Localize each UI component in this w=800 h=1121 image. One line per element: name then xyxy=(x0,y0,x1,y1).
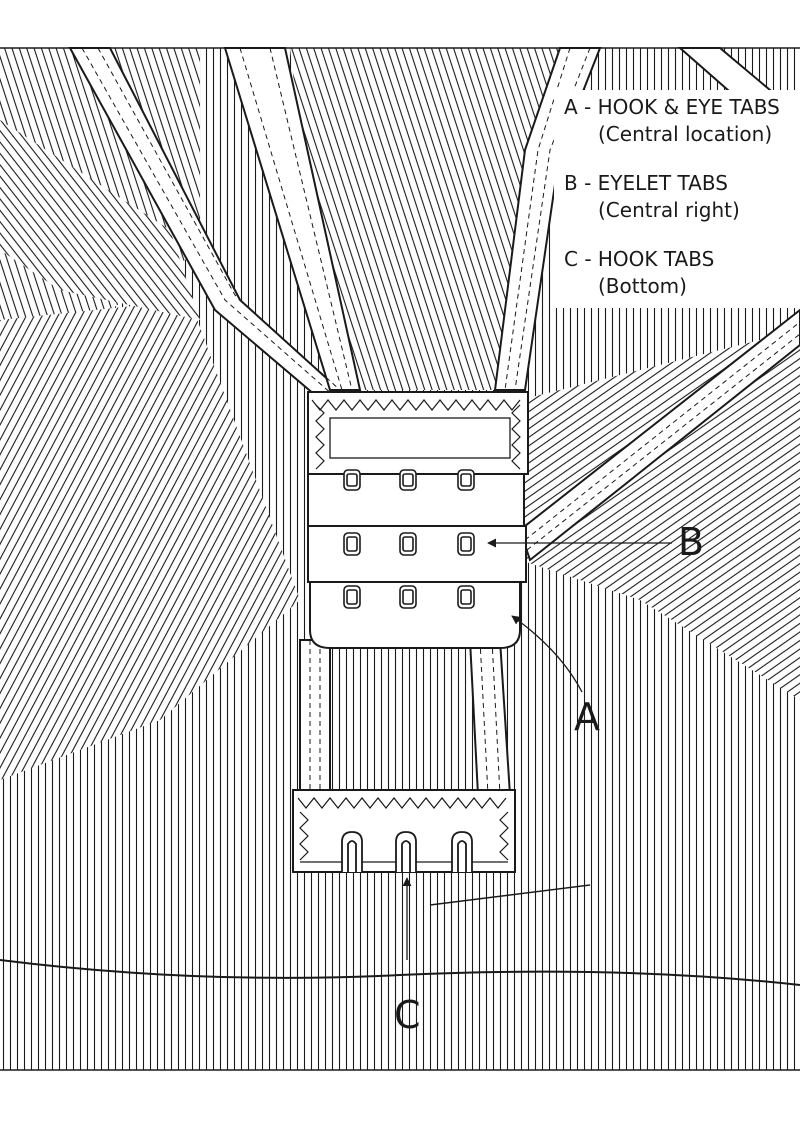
legend-title-c: C - HOOK TABS xyxy=(564,247,715,271)
legend-title-a: A - HOOK & EYE TABS xyxy=(564,95,780,119)
eyelet-icon xyxy=(343,532,475,556)
strap-stitching xyxy=(81,47,800,796)
legend-title-b: B - EYELET TABS xyxy=(564,171,728,195)
legend-detail-b: (Central right) xyxy=(598,198,740,222)
callout-label-b: B xyxy=(678,520,705,564)
callout-label-a: A xyxy=(574,695,600,739)
pointer-a-arrow-icon xyxy=(511,615,583,693)
eyelet-icon xyxy=(343,469,475,491)
straps xyxy=(68,47,800,796)
hook-icon xyxy=(341,831,473,872)
legend-entry-b: B - EYELET TABS (Central right) xyxy=(564,170,800,224)
callout-label-c: C xyxy=(394,993,421,1037)
legend-entry-c: C - HOOK TABS (Bottom) xyxy=(564,246,800,300)
hook-tab xyxy=(292,789,516,873)
legend-detail-a: (Central location) xyxy=(598,122,773,146)
legend: A - HOOK & EYE TABS (Central location) B… xyxy=(554,90,800,308)
hook-and-eye-tab xyxy=(307,391,529,649)
callout-pointers xyxy=(402,538,672,960)
legend-entry-a: A - HOOK & EYE TABS (Central location) xyxy=(564,94,800,148)
legend-detail-c: (Bottom) xyxy=(598,274,687,298)
eyelet-icon xyxy=(343,585,475,609)
